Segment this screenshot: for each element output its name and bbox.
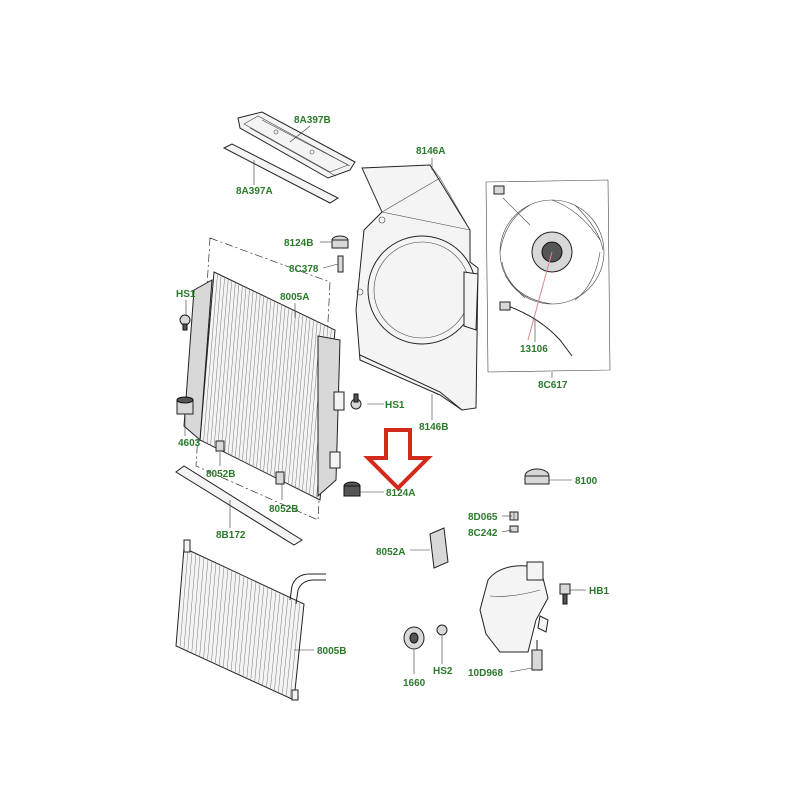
clip-8052b-left — [215, 440, 225, 452]
expansion-tank-cap — [524, 468, 550, 485]
bracket-8052a — [429, 527, 449, 569]
label-hb1: HB1 — [589, 586, 609, 597]
label-13106: 13106 — [520, 344, 548, 355]
label-8005b: 8005B — [317, 646, 346, 657]
label-8052b-bottom: 8052B — [269, 504, 298, 515]
leader-lines — [184, 125, 586, 674]
label-8c617: 8C617 — [538, 380, 568, 391]
label-8005a: 8005A — [280, 292, 309, 303]
label-8052b-left: 8052B — [206, 469, 235, 480]
sensor-10d968 — [531, 640, 543, 671]
radiator — [183, 237, 345, 521]
coolant-expansion-tank — [479, 561, 549, 653]
fan-shroud — [355, 164, 479, 411]
bolt-hb1 — [559, 583, 571, 605]
label-1660: 1660 — [403, 678, 426, 689]
hose-clamp-hs1-right — [350, 393, 362, 410]
label-8a397a: 8A397A — [236, 186, 273, 197]
condenser — [175, 539, 326, 701]
label-8100: 8100 — [575, 476, 598, 487]
fitting-8c242 — [509, 525, 519, 533]
cooling-fan — [499, 197, 605, 341]
part-labels: 8A397B 8A397A 8146A 8124B 8C378 HS1 8005… — [176, 115, 609, 689]
label-8146a: 8146A — [416, 146, 445, 157]
label-8b172: 8B172 — [216, 530, 246, 541]
fan-wiring-harness — [493, 185, 573, 357]
label-8052a: 8052A — [376, 547, 405, 558]
radiator-upper-bracket — [237, 111, 356, 179]
radiator-mount-8124a — [343, 481, 361, 497]
radiator-lower-seal — [175, 465, 303, 546]
mount-4603 — [176, 396, 194, 415]
label-hs1-right: HS1 — [385, 400, 405, 411]
highlight-arrow — [363, 428, 433, 491]
radiator-pin-8c378 — [337, 255, 344, 273]
pulley-1660 — [403, 626, 425, 650]
label-hs1-left: HS1 — [176, 289, 196, 300]
label-hs2: HS2 — [433, 666, 453, 677]
label-10d968: 10D968 — [468, 668, 503, 679]
label-8146b: 8146B — [419, 422, 448, 433]
clip-8052b-bottom — [275, 471, 285, 485]
fan-assembly-frame — [485, 179, 611, 373]
label-8a397b: 8A397B — [294, 115, 331, 126]
hose-clamp-hs1-left — [179, 314, 191, 331]
radiator-mount-8124b — [331, 235, 349, 249]
hose-clamp-hs2 — [436, 624, 448, 636]
label-8c242: 8C242 — [468, 528, 498, 539]
radiator-upper-seal — [222, 143, 340, 204]
label-4603: 4603 — [178, 438, 201, 449]
label-8124a: 8124A — [386, 488, 415, 499]
label-8c378: 8C378 — [289, 264, 319, 275]
label-8d065: 8D065 — [468, 512, 498, 523]
label-8124b: 8124B — [284, 238, 313, 249]
